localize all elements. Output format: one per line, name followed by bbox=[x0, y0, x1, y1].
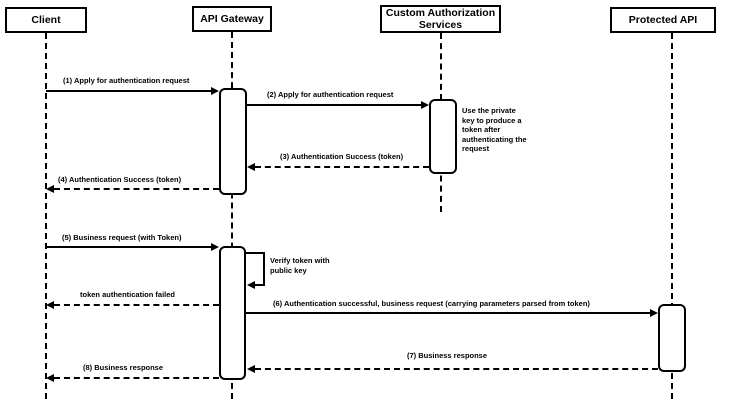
message-7-label: (7) Business response bbox=[407, 351, 488, 360]
message-3-label: (3) Authentication Success (token) bbox=[280, 152, 404, 161]
message-token-failed-line bbox=[54, 304, 219, 306]
note-private-key: Use the private key to produce a token a… bbox=[462, 106, 527, 153]
message-6-line bbox=[246, 312, 650, 314]
message-token-failed-arrowhead bbox=[46, 301, 54, 309]
message-2-arrowhead bbox=[421, 101, 429, 109]
message-3-arrowhead bbox=[247, 163, 255, 171]
self-message-arrowhead bbox=[247, 281, 255, 289]
lifeline-client bbox=[45, 33, 47, 399]
message-4-label: (4) Authentication Success (token) bbox=[58, 175, 182, 184]
message-7-arrowhead bbox=[247, 365, 255, 373]
participant-client-label: Client bbox=[31, 14, 61, 26]
message-token-failed-label: token authentication failed bbox=[80, 290, 176, 299]
participant-custom-authorization-services-label: Custom Authorization Services bbox=[385, 7, 496, 31]
message-8-label: (8) Business response bbox=[83, 363, 164, 372]
activation-protected-api bbox=[658, 304, 686, 372]
message-1-label: (1) Apply for authentication request bbox=[63, 76, 190, 85]
message-5-label: (5) Business request (with Token) bbox=[62, 233, 182, 242]
message-8-arrowhead bbox=[46, 374, 54, 382]
message-3-line bbox=[255, 166, 429, 168]
lifeline-protected-api bbox=[671, 33, 673, 399]
self-message-verify-token-label: Verify token with public key bbox=[270, 256, 330, 275]
activation-api-gateway-auth bbox=[219, 88, 247, 195]
participant-protected-api-label: Protected API bbox=[628, 14, 698, 26]
message-6-label: (6) Authentication successful, business … bbox=[273, 299, 590, 308]
participant-api-gateway-label: API Gateway bbox=[200, 13, 264, 25]
message-6-arrowhead bbox=[650, 309, 658, 317]
self-message-top-line bbox=[246, 252, 265, 254]
message-1-arrowhead bbox=[211, 87, 219, 95]
message-7-line bbox=[255, 368, 658, 370]
lifeline-api-gateway bbox=[231, 32, 233, 399]
message-8-line bbox=[54, 377, 219, 379]
activation-custom-authorization-services bbox=[429, 99, 457, 174]
message-1-line bbox=[46, 90, 212, 92]
self-message-bottom-line bbox=[249, 284, 265, 286]
message-4-line bbox=[54, 188, 219, 190]
participant-client: Client bbox=[5, 7, 87, 33]
message-5-arrowhead bbox=[211, 243, 219, 251]
message-5-line bbox=[46, 246, 211, 248]
participant-protected-api: Protected API bbox=[610, 7, 716, 33]
message-4-arrowhead bbox=[46, 185, 54, 193]
self-message-vertical-line bbox=[263, 252, 265, 285]
participant-api-gateway: API Gateway bbox=[192, 6, 272, 32]
message-2-line bbox=[247, 104, 421, 106]
participant-custom-authorization-services: Custom Authorization Services bbox=[380, 5, 501, 33]
activation-api-gateway-business bbox=[219, 246, 246, 380]
message-2-label: (2) Apply for authentication request bbox=[267, 90, 394, 99]
